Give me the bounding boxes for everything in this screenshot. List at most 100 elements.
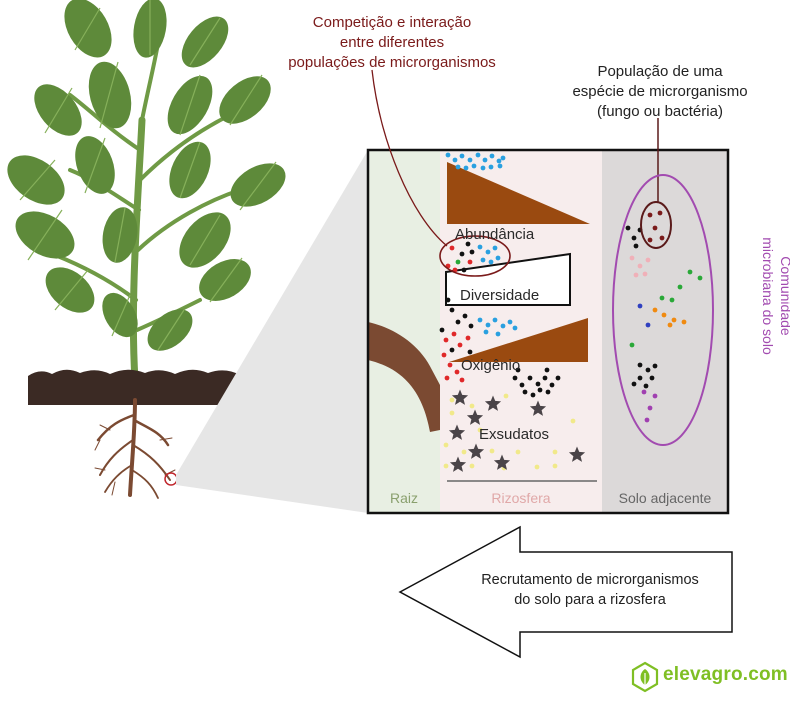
microbe-dot <box>697 275 703 281</box>
microbe-dot <box>449 347 455 353</box>
competition-line-2: entre diferentes <box>339 34 445 51</box>
microbe-dot <box>496 158 502 164</box>
annotation-shapes <box>371 69 714 446</box>
microbe-dot <box>469 463 475 469</box>
microbe-dot <box>647 237 653 243</box>
exudate-stars <box>448 389 586 472</box>
microbe-dot <box>475 152 481 158</box>
microbe-dot <box>647 405 653 411</box>
microbe-dot <box>645 322 651 328</box>
microbe-dot <box>497 163 503 169</box>
microbe-dot <box>637 362 643 368</box>
microbe-dot <box>645 257 651 263</box>
microbe-dot <box>522 389 528 395</box>
microbe-dot <box>444 375 450 381</box>
microbe-dot <box>500 155 506 161</box>
microbe-dot <box>652 307 658 313</box>
microbe-dot <box>629 342 635 348</box>
competition-label: Competição e interação entre diferentes … <box>262 13 522 73</box>
microbe-dot <box>461 267 467 273</box>
microbe-dot <box>489 448 495 454</box>
microbe-dot <box>637 263 643 269</box>
oxygen-label: Oxigênio <box>461 357 521 374</box>
microbe-dot <box>449 397 455 403</box>
microbe-dot <box>631 381 637 387</box>
microbe-dot <box>659 295 665 301</box>
community-line-2: microbiana do solo <box>760 237 776 355</box>
microbe-dot <box>455 319 461 325</box>
microbe-dot <box>477 427 483 433</box>
microbe-dot <box>549 382 555 388</box>
microbe-dot <box>542 375 548 381</box>
star-icon <box>451 389 469 405</box>
population-label: População de uma espécie de microrganism… <box>540 62 780 122</box>
microbe-dot <box>527 375 533 381</box>
microbe-dot <box>459 377 465 383</box>
microbe-dot <box>677 284 683 290</box>
microbe-dot <box>657 210 663 216</box>
zone-root-label: Raiz <box>389 490 418 506</box>
microbe-dot <box>552 449 558 455</box>
microbe-dot <box>649 375 655 381</box>
microbe-dot <box>489 153 495 159</box>
microbe-dot <box>485 322 491 328</box>
microbe-dot <box>454 369 460 375</box>
competition-line-3: populações de microrganismos <box>288 54 496 71</box>
microbe-dot <box>534 464 540 470</box>
microbe-dot <box>452 157 458 163</box>
microbe-dot <box>449 307 455 313</box>
competition-line-1: Competição e interação <box>312 14 472 31</box>
brand: elevagro.com <box>663 664 788 686</box>
microbe-dot <box>515 367 521 373</box>
microbe-dot <box>644 417 650 423</box>
microbe-dot <box>515 449 521 455</box>
microbe-dot <box>669 297 675 303</box>
microbe-dot <box>687 269 693 275</box>
microbe-dot <box>455 164 461 170</box>
microbe-dot <box>462 313 468 319</box>
microbe-dot <box>495 331 501 337</box>
microbe-dot <box>503 393 509 399</box>
recruitment-line-2: do solo para a rizosfera <box>514 592 666 608</box>
recruitment-label: Recrutamento de microrganismos do solo p… <box>450 570 730 610</box>
microbe-dot <box>459 251 465 257</box>
microbe-dot <box>463 165 469 171</box>
microbe-dot <box>467 157 473 163</box>
recruitment-line-1: Recrutamento de microrganismos <box>481 572 699 588</box>
star-icon <box>529 400 547 416</box>
microbe-dot <box>449 245 455 251</box>
plant-illustration <box>7 0 286 499</box>
microbe-dot <box>443 463 449 469</box>
leaf-hexagon-icon <box>631 661 659 693</box>
microbe-dot <box>681 319 687 325</box>
microbe-dot <box>652 363 658 369</box>
zoom-panel <box>366 148 730 515</box>
microbe-dot <box>512 375 518 381</box>
community-label: Comunidade microbiana do solo <box>759 196 790 396</box>
microbe-dot <box>637 375 643 381</box>
microbe-dot <box>555 375 561 381</box>
star-icon <box>568 446 586 462</box>
microbe-dot <box>447 362 453 368</box>
microbe-dot <box>647 212 653 218</box>
microbe-dot <box>443 442 449 448</box>
microbe-dot <box>625 225 631 231</box>
microbe-dot <box>469 249 475 255</box>
microbe-dot <box>637 303 643 309</box>
microbe-dot <box>469 403 475 409</box>
zone-soil-label: Solo adjacente <box>618 490 712 506</box>
brand-name: elevagro.com <box>663 664 788 685</box>
microbe-dot <box>552 463 558 469</box>
zoom-cone <box>176 150 368 513</box>
microbe-dot <box>629 255 635 261</box>
star-icon <box>467 443 485 459</box>
microbe-dot <box>643 383 649 389</box>
exudates-label: Exsudatos <box>479 426 550 443</box>
microbe-dot <box>488 164 494 170</box>
microbe-dot <box>512 325 518 331</box>
microbe-dot <box>468 323 474 329</box>
microbe-dot <box>465 335 471 341</box>
microbe-dot <box>671 317 677 323</box>
microbe-dot <box>631 235 637 241</box>
microbe-dot <box>445 152 451 158</box>
